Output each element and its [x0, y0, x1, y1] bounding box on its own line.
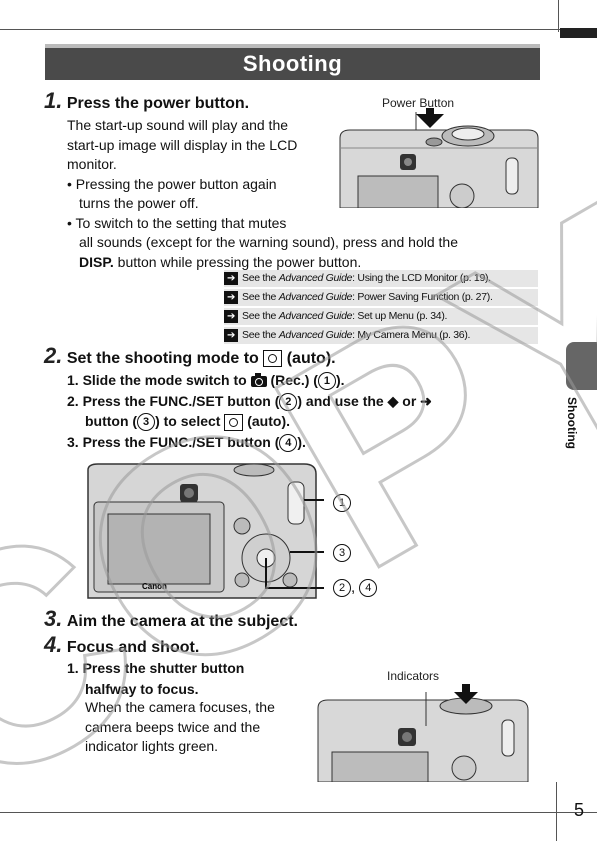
bottom-rule [0, 812, 597, 813]
arrow-right-icon: ➔ [224, 272, 238, 285]
step2-heading: 2. Set the shooting mode to (auto). [44, 343, 336, 369]
step1-body-line: The start-up sound will play and the [67, 117, 289, 133]
step1-bullet-2: • To switch to the setting that mutes [67, 214, 287, 231]
diagram-callout-1: 1 [333, 494, 351, 513]
reference-row: ➔See the Advanced Guide: Using the LCD M… [224, 270, 538, 287]
callout-3-icon: 3 [137, 413, 156, 432]
arrow-right-icon: ➔ [224, 310, 238, 323]
step1-body-line: start-up image will display in the LCD [67, 136, 298, 153]
page-number: 5 [574, 800, 585, 820]
disp-button-name: DISP. [79, 253, 114, 270]
section-side-label: Shooting [564, 397, 579, 449]
camera-top-illustration [339, 108, 539, 208]
step1-body: The start-up sound will play and the sta… [67, 116, 458, 272]
canon-logo: Canon [142, 582, 167, 591]
section-title-banner: Shooting [45, 44, 540, 80]
diagram-callout-2-4: 2, 4 [333, 579, 378, 598]
camera-indicators-illustration [317, 684, 529, 782]
step4-number: 4. [44, 632, 63, 657]
arrow-right-icon: ➜ [420, 392, 432, 409]
step3-number: 3. [44, 606, 63, 631]
reference-row: ➔See the Advanced Guide: Set up Menu (p.… [224, 308, 538, 325]
callout-2-icon: 2 [279, 392, 298, 411]
step1-bullet-2-cont: all sounds (except for the warning sound… [79, 234, 459, 250]
arrow-right-icon: ➔ [224, 329, 238, 342]
step3-heading: 3. Aim the camera at the subject. [44, 606, 298, 632]
auto-mode-icon [224, 413, 244, 431]
step3-title: Aim the camera at the subject. [66, 613, 298, 630]
callout-1-icon: 1 [317, 372, 336, 391]
reference-row: ➔See the Advanced Guide: My Camera Menu … [224, 327, 538, 344]
top-rule [0, 29, 597, 30]
step2-number: 2. [44, 343, 63, 368]
top-corner-block [560, 28, 597, 38]
step1-bullet-1: • Pressing the power button again [67, 175, 277, 192]
arrow-right-icon: ➔ [224, 291, 238, 304]
diagram-callout-3: 3 [333, 544, 351, 563]
arrow-left-icon: ◆ [387, 392, 399, 409]
camera-rec-icon [250, 372, 267, 387]
bottom-vertical-rule [556, 782, 557, 841]
step1-bullet-1-cont: turns the power off. [79, 195, 199, 211]
step1-body-line: monitor. [67, 156, 117, 172]
step2-sub2: 2. Press the FUNC./SET button (2) and us… [67, 391, 537, 412]
step4-heading: 4. Focus and shoot. [44, 632, 199, 658]
section-tab [566, 342, 597, 390]
step4-body: When the camera focuses, the camera beep… [85, 699, 275, 754]
step2-sub3: 3. Press the FUNC./SET button (4). [67, 432, 537, 453]
step4-title: Focus and shoot. [66, 639, 200, 656]
indicators-label: Indicators [387, 669, 440, 683]
step1-heading: 1. Press the power button. [44, 88, 249, 114]
step4-sub1: 1. Press the shutter button halfway to f… [67, 660, 245, 697]
step2-sub1: 1. Slide the mode switch to (Rec.) (1). [67, 370, 537, 391]
step2-title-suffix: (auto). [286, 350, 336, 367]
step2-substeps: 1. Slide the mode switch to (Rec.) (1). … [67, 370, 537, 452]
callout-4-icon: 4 [279, 433, 298, 452]
top-corner-rule [558, 0, 559, 32]
power-button-label: Power Button [382, 96, 455, 110]
step2-sub2-cont: button (3) to select (auto). [67, 411, 537, 432]
camera-back-illustration: Canon [87, 463, 324, 599]
reference-row: ➔See the Advanced Guide: Power Saving Fu… [224, 289, 538, 306]
step1-number: 1. [44, 88, 63, 113]
step1-bullet-2-cont2: DISP. button while pressing the power bu… [79, 253, 362, 270]
step2-title: Set the shooting mode to [66, 350, 259, 367]
step1-title: Press the power button. [66, 95, 250, 112]
auto-mode-icon [263, 350, 283, 368]
